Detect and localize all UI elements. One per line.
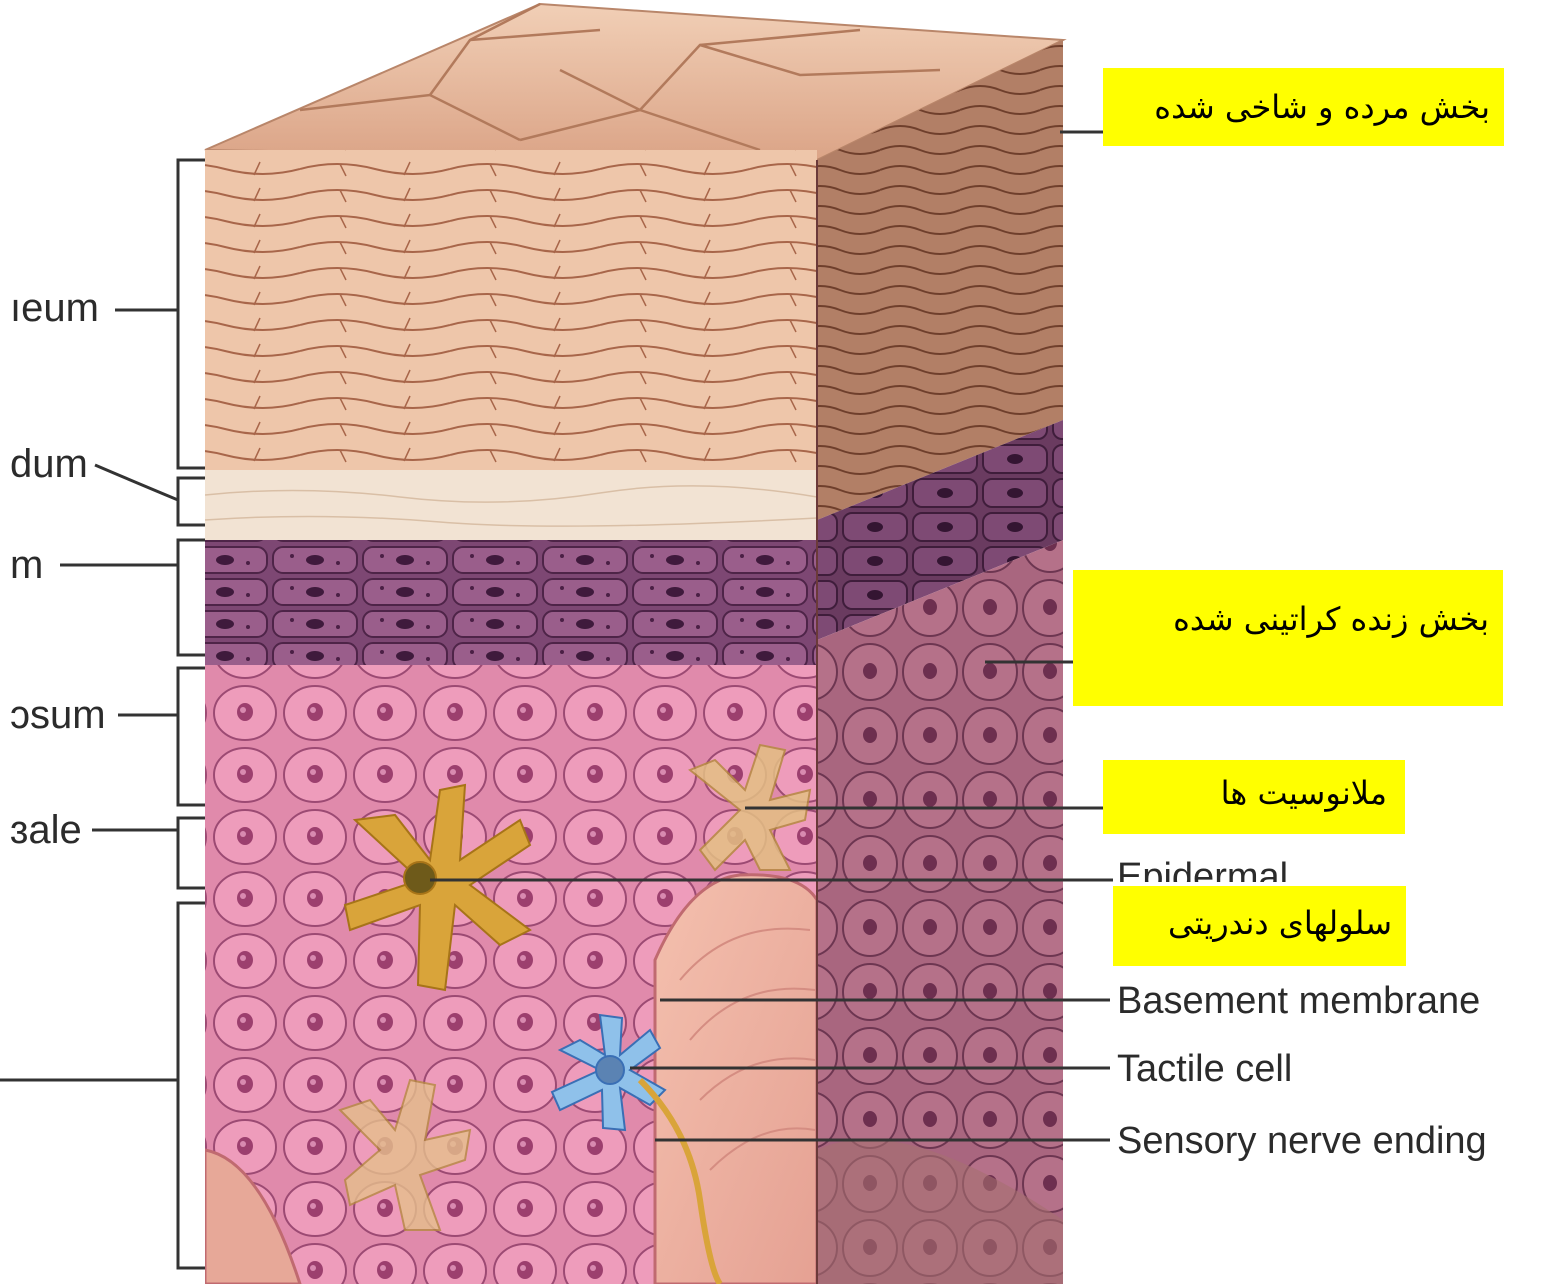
label-stratum-lucidum: dum (10, 444, 88, 484)
label-stratum-basale: ɜale (10, 810, 82, 850)
label-tactile-cell: Tactile cell (1117, 1050, 1292, 1088)
dermal-papilla (655, 875, 817, 1284)
bracket-lucidum (178, 478, 205, 525)
annotation-dead-keratinized-layer: بخش مرده و شاخی شده (1103, 68, 1504, 146)
stratum-lucidum-front (205, 470, 817, 540)
label-stratum-granulosum: m (10, 545, 43, 585)
label-stratum-spinosum: ɔsum (10, 695, 106, 735)
annotation-melanocytes: ملانوسیت ها (1103, 760, 1405, 834)
label-basement-membrane: Basement membrane (1117, 982, 1480, 1020)
label-sensory-nerve-ending: Sensory nerve ending (1117, 1122, 1487, 1160)
annotation-living-keratinized-layer: بخش زنده کراتینی شده (1073, 570, 1503, 706)
stratum-granulosum-front (205, 540, 817, 665)
stratum-corneum-front (205, 150, 817, 470)
label-stratum-corneum: ıeum (10, 288, 99, 328)
annotation-dendritic-cells: سلولهای دندریتی (1113, 886, 1406, 966)
bracket-corneum (178, 160, 205, 468)
bracket-basale (178, 818, 205, 888)
label-epidermal: Epidermal (1117, 858, 1288, 882)
front-face (205, 150, 817, 1284)
bracket-spinosum (178, 668, 205, 805)
bracket-dermis (178, 903, 205, 1268)
bracket-granulosum (178, 540, 205, 655)
